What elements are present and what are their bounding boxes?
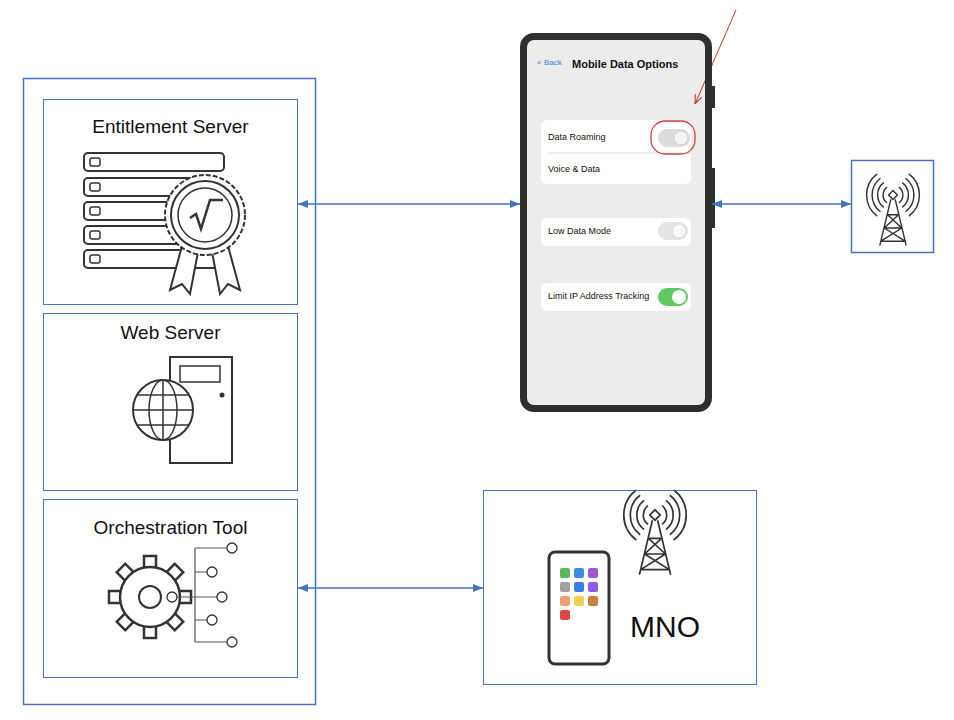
handset bbox=[549, 552, 609, 664]
node-title: MNO bbox=[630, 610, 700, 645]
globe bbox=[133, 380, 193, 440]
settings-group bbox=[541, 283, 691, 311]
setting-label: Data Roaming bbox=[548, 132, 606, 142]
server-light bbox=[90, 183, 100, 191]
badge-ring bbox=[178, 188, 232, 242]
app-icon bbox=[588, 596, 598, 606]
toggle-knob bbox=[672, 290, 686, 304]
tree-node bbox=[207, 567, 217, 577]
toggle-knob bbox=[674, 131, 688, 145]
tree-node bbox=[227, 637, 237, 647]
highlight-circle bbox=[651, 121, 695, 154]
phone-button bbox=[712, 168, 715, 228]
drive-bay bbox=[180, 366, 220, 382]
app-icon bbox=[588, 582, 598, 592]
app-icon bbox=[574, 582, 584, 592]
tree-node bbox=[227, 543, 237, 553]
phone-screen bbox=[527, 40, 705, 405]
tree-node bbox=[217, 592, 227, 602]
tree-node bbox=[207, 615, 217, 625]
screen-title: Mobile Data Options bbox=[572, 58, 678, 71]
setting-label: Low Data Mode bbox=[548, 226, 611, 236]
operator-box: MNO bbox=[483, 490, 757, 685]
tool-box: Orchestration Tool bbox=[43, 499, 298, 678]
app-icon bbox=[574, 568, 584, 578]
cell-tower bbox=[624, 490, 686, 575]
certificate-badge bbox=[165, 175, 245, 294]
app-icon bbox=[560, 610, 570, 620]
setting-label: Voice & Data bbox=[548, 164, 600, 174]
server-light bbox=[90, 231, 100, 239]
tree-lines bbox=[177, 548, 227, 642]
gear-hub bbox=[139, 586, 161, 608]
phone-device: < Back Mobile Data OptionsData RoamingVoi… bbox=[520, 33, 712, 412]
toggle-knob bbox=[672, 224, 686, 238]
connector-arrow bbox=[298, 203, 520, 205]
cell-tower bbox=[867, 174, 920, 246]
app-icon bbox=[574, 596, 584, 606]
app-icon bbox=[560, 596, 570, 606]
app-icon bbox=[560, 568, 570, 578]
tree-node bbox=[167, 592, 177, 602]
settings-group bbox=[541, 120, 691, 184]
badge-ring bbox=[171, 181, 239, 249]
badge-rim bbox=[165, 175, 245, 255]
app-icon bbox=[588, 568, 598, 578]
settings-group bbox=[541, 218, 691, 246]
node-title: Orchestration Tool bbox=[44, 517, 297, 539]
app-icon bbox=[560, 582, 570, 592]
server-unit bbox=[84, 153, 224, 171]
phone-button bbox=[712, 86, 715, 108]
gear-body bbox=[120, 567, 180, 627]
setting-label: Limit IP Address Tracking bbox=[548, 291, 649, 301]
connector-arrow bbox=[298, 587, 483, 589]
toggle-off bbox=[658, 222, 688, 240]
back-link: < Back bbox=[537, 58, 562, 67]
server-light bbox=[90, 255, 100, 263]
tree-icon bbox=[167, 543, 237, 647]
radio-link bbox=[712, 203, 851, 205]
node-title: Web Server bbox=[44, 322, 297, 344]
server-box: Web Server bbox=[43, 313, 298, 491]
web-server-icon bbox=[133, 357, 232, 463]
toggle-off bbox=[658, 129, 690, 147]
toggle-on bbox=[658, 288, 688, 306]
power-light bbox=[220, 393, 225, 398]
mno-phone-icon bbox=[549, 552, 609, 664]
server-light bbox=[90, 207, 100, 215]
server-light bbox=[90, 158, 100, 166]
node-title: Entitlement Server bbox=[44, 116, 297, 138]
check-symbol bbox=[190, 200, 223, 229]
tower-box bbox=[852, 161, 934, 253]
pointer-arrow bbox=[695, 10, 736, 104]
group-box bbox=[24, 79, 316, 705]
globe-grid bbox=[133, 380, 193, 440]
server-box: Entitlement Server bbox=[43, 99, 298, 305]
